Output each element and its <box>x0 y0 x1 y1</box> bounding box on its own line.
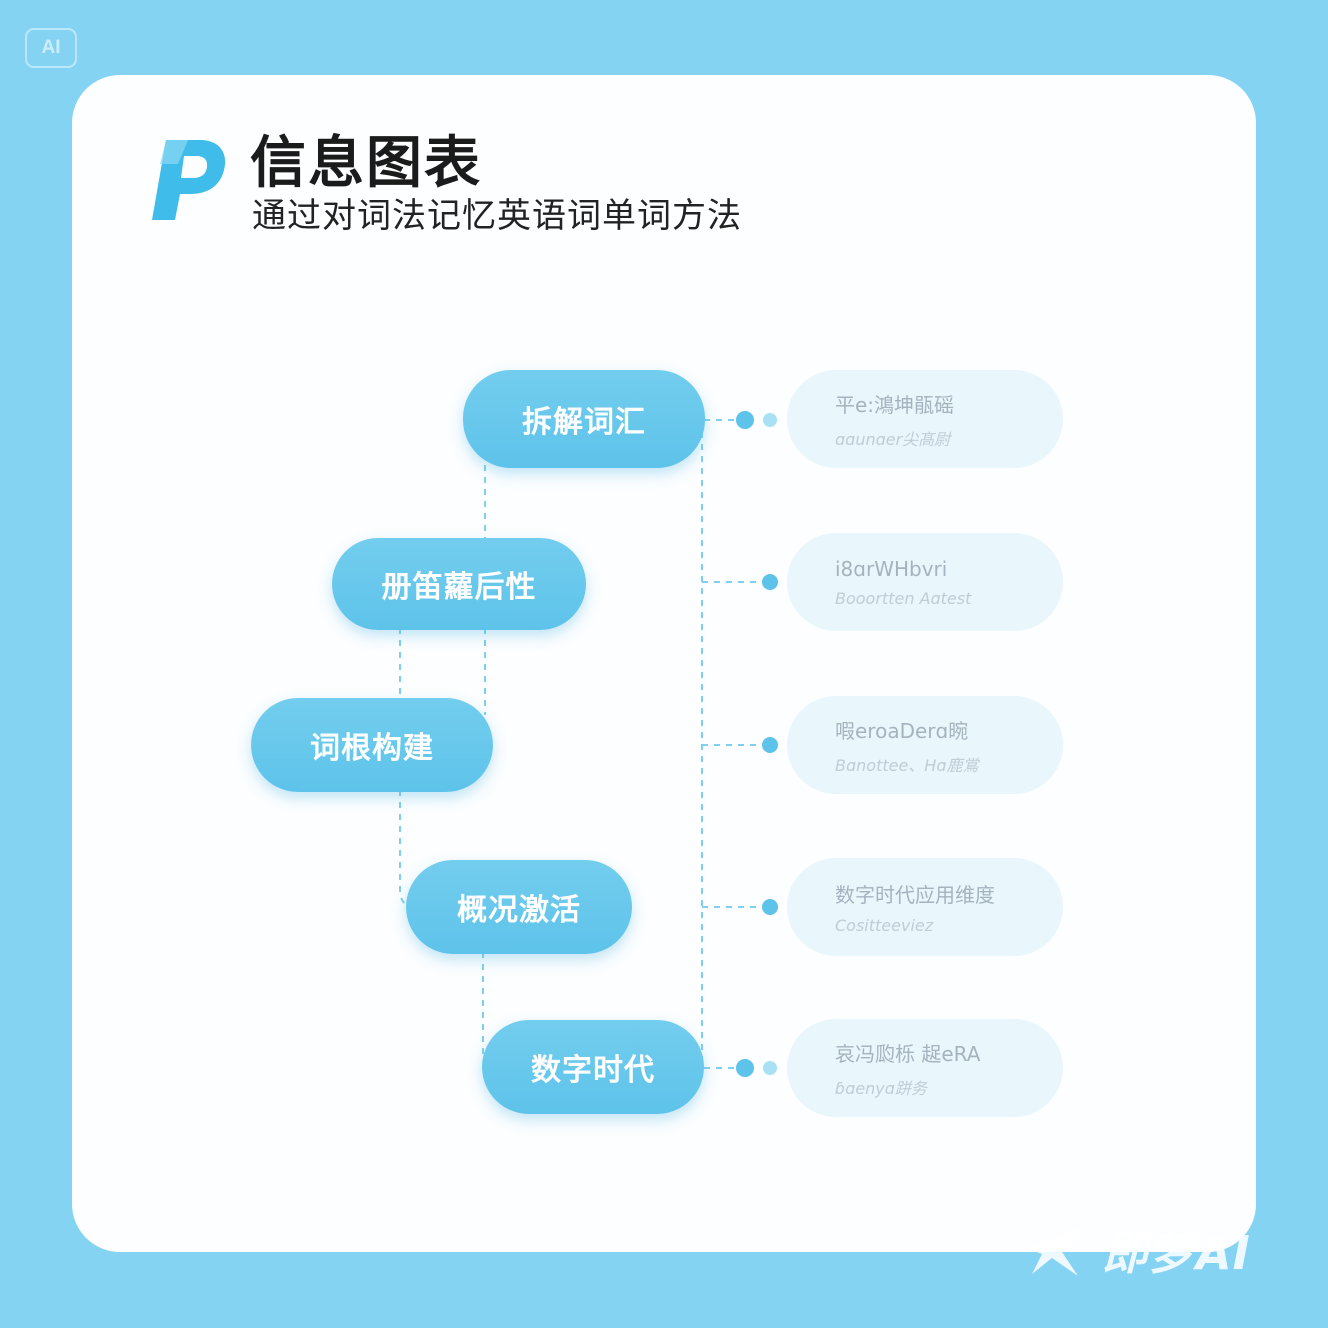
node-root-building: 词根构建 <box>251 698 493 792</box>
node-digital-age: 数字时代 <box>482 1020 704 1114</box>
detail-pill-title: 哀冯瓝栎 趗eRA <box>835 1041 981 1066</box>
detail-pill-title: 数字时代应用维度 <box>835 883 995 907</box>
page-title: 信息图表 <box>250 131 482 196</box>
detail-pill: 哀冯瓝栎 趗eRA ɓɑenyɑ跰务 <box>787 1019 1063 1117</box>
detail-pill-subtitle: ɓɑenyɑ跰务 <box>835 1078 927 1098</box>
detail-pill: i8ɑrWHbvri Booortten Aɑtest <box>787 533 1063 631</box>
detail-pill: 数字时代应用维度 Cositteeviez <box>787 858 1063 956</box>
connector-dot <box>762 574 778 590</box>
connector-dot <box>762 899 778 915</box>
detail-pill-subtitle: Cositteeviez <box>835 916 934 935</box>
node-overview-activation: 概况激活 <box>406 860 632 954</box>
detail-pill-title: i8ɑrWHbvri <box>835 556 948 581</box>
connector-dot <box>762 737 778 753</box>
detail-pill: 㗇eroaDerɑ晼 Bɑnottee、Hɑ鹿鴬 <box>787 696 1063 794</box>
detail-pill-subtitle: Bɑnottee、Hɑ鹿鴬 <box>835 755 979 775</box>
detail-pill-title: 㗇eroaDerɑ晼 <box>835 718 969 743</box>
connector-dot <box>736 1059 754 1077</box>
watermark-icon <box>1026 1224 1090 1276</box>
ai-badge: AI <box>25 28 77 68</box>
watermark-text: 即梦AI <box>1102 1226 1251 1280</box>
detail-pill-subtitle: ɑɑunɑer尖髙尉 <box>835 429 951 449</box>
watermark: 即梦AI <box>1022 1210 1302 1290</box>
connector-dot <box>763 413 777 427</box>
connector-dot <box>763 1061 777 1075</box>
detail-pill-subtitle: Booortten Aɑtest <box>835 588 972 608</box>
page-subtitle: 通过对词法记忆英语词单词方法 <box>252 196 742 236</box>
detail-pill: 平e:鴻坤瓹磘 ɑɑunɑer尖髙尉 <box>787 370 1063 468</box>
logo-icon <box>152 140 226 220</box>
node-decompose-vocabulary: 拆解词汇 <box>463 370 705 468</box>
connector-dot <box>736 411 754 429</box>
connector-line <box>399 790 411 906</box>
node-affix: 册笛蘿后性 <box>332 538 586 630</box>
detail-pill-title: 平e:鴻坤瓹磘 <box>835 392 955 417</box>
